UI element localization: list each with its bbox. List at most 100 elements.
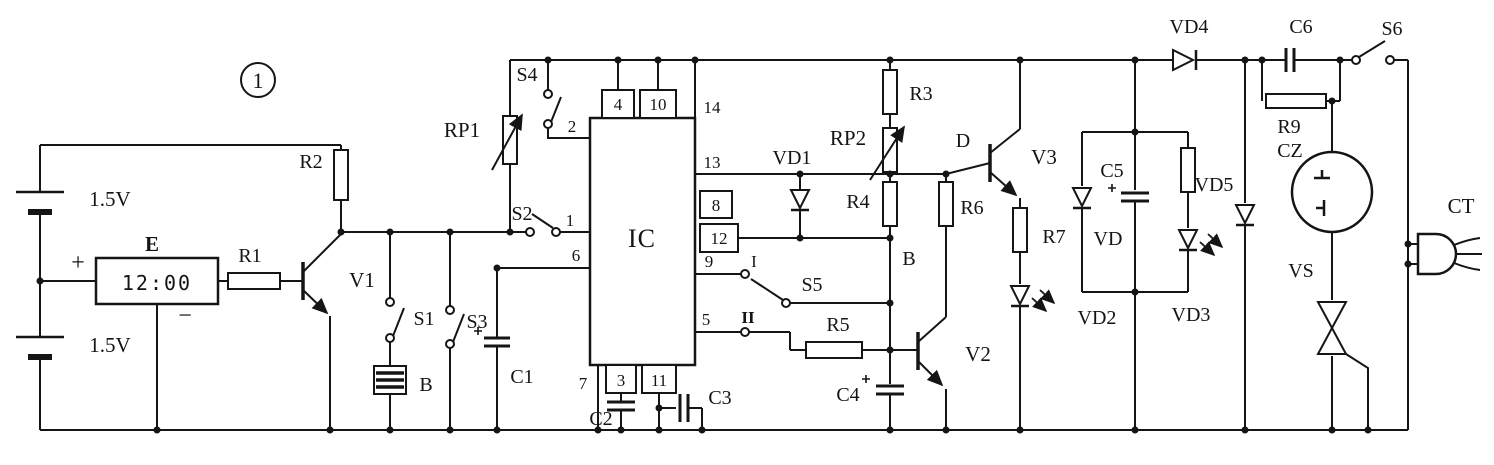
s5-position-1-label: I — [751, 252, 757, 271]
resistor-r1: R1 — [227, 245, 281, 290]
transistor-v3: V3 — [988, 128, 1057, 197]
potentiometer-rp2: RP2 — [830, 125, 905, 181]
v2-label: V2 — [965, 342, 991, 366]
resistor-r4: R4 — [846, 181, 898, 227]
potentiometer-rp1: RP1 — [444, 113, 523, 171]
resistor-r3: R3 — [882, 69, 933, 115]
rp1-label: RP1 — [444, 118, 480, 142]
plus-sign: + — [71, 250, 85, 276]
ic-pin-7: 7 — [579, 374, 588, 393]
ic-pin-13: 13 — [704, 153, 721, 172]
s5-position-2-label: II — [741, 308, 755, 327]
r5-label: R5 — [826, 314, 849, 336]
s3-label: S3 — [466, 311, 487, 333]
vd-label: VD — [1094, 228, 1123, 250]
plug-ct: CT — [1416, 194, 1482, 276]
diode-vd: VD — [1071, 187, 1123, 250]
c3-label: C3 — [708, 387, 731, 409]
resistor-r9: R9 — [1265, 93, 1327, 138]
wiring-rails — [39, 59, 1418, 431]
r9-label: R9 — [1277, 116, 1300, 138]
v3-label: V3 — [1031, 145, 1057, 169]
ic-pin-2: 2 — [568, 117, 577, 136]
r2-label: R2 — [299, 151, 322, 173]
ic-pin-5: 5 — [702, 310, 711, 329]
ct-label: CT — [1448, 194, 1475, 218]
capacitor-c6: C6 — [1284, 16, 1313, 72]
ic-pin-1: 1 — [566, 211, 575, 230]
junction-dots — [36, 56, 1412, 434]
ic-pin-10: 10 — [650, 95, 667, 114]
vd2-label: VD2 — [1078, 307, 1117, 329]
rp2-label: RP2 — [830, 126, 866, 150]
ic-pin-9: 9 — [705, 252, 714, 271]
clock-display: E 12:00 + − — [71, 232, 220, 329]
r3-label: R3 — [909, 83, 932, 105]
cz-label: CZ — [1277, 140, 1303, 162]
triac-vs: VS — [1288, 260, 1348, 355]
battery-cells: 1.5V 1.5V — [16, 187, 131, 360]
figure-number-label: 1 — [253, 68, 264, 93]
r6-label: R6 — [960, 197, 983, 219]
diode-vd4: VD4 — [1170, 16, 1209, 72]
ic-pin-3: 3 — [617, 371, 626, 390]
battery-top-label: 1.5V — [89, 187, 130, 211]
capacitor-c5: C5 — [1100, 160, 1149, 203]
ic-pin-14: 14 — [704, 98, 722, 117]
switch-s2: S2 — [511, 203, 561, 237]
ic-pin-4: 4 — [614, 95, 623, 114]
switch-s1: S1 — [385, 297, 435, 343]
minus-sign: − — [178, 303, 192, 329]
led-vd2: VD2 — [1009, 285, 1117, 329]
resistor-r7: R7 — [1012, 207, 1066, 253]
ic-pin-6: 6 — [572, 246, 581, 265]
ic-pin-11: 11 — [651, 371, 667, 390]
socket-cz: CZ — [1277, 140, 1374, 234]
vd4-label: VD4 — [1170, 16, 1209, 38]
ic-block: IC 4 10 14 2 1 6 7 3 11 13 8 12 9 5 — [566, 89, 739, 394]
switch-s4: S4 — [516, 64, 562, 129]
switch-s5-selector: S5 I II — [740, 252, 823, 337]
ic-name-label: IC — [628, 224, 656, 253]
s6-label: S6 — [1381, 18, 1402, 40]
node-d-label: D — [956, 130, 970, 152]
vd1-label: VD1 — [773, 147, 812, 169]
s5-label: S5 — [801, 274, 822, 296]
s2-label: S2 — [511, 203, 532, 225]
vd3-label: VD3 — [1172, 304, 1211, 326]
vs-label: VS — [1288, 260, 1314, 282]
diode-vd1: VD1 — [773, 147, 812, 212]
node-b-label: B — [902, 248, 915, 270]
vd5-label: VD5 — [1195, 174, 1234, 196]
c4-label: C4 — [836, 384, 859, 406]
ic-pin-12: 12 — [711, 229, 728, 248]
r4-label: R4 — [846, 191, 869, 213]
resistor-r6: R6 — [938, 181, 984, 227]
buzzer: B — [373, 365, 433, 396]
s1-label: S1 — [413, 308, 434, 330]
capacitor-c4: C4 — [836, 375, 904, 406]
battery-bottom-label: 1.5V — [89, 333, 130, 357]
resistor-unlabeled-vd3-series — [1180, 147, 1196, 193]
c1-label: C1 — [510, 366, 533, 388]
capacitor-c2: C2 — [589, 400, 635, 430]
transistor-v1: V1 — [301, 233, 375, 430]
resistor-r5: R5 — [805, 314, 863, 359]
r7-label: R7 — [1042, 226, 1065, 248]
s4-label: S4 — [516, 64, 537, 86]
resistor-r2: R2 — [299, 149, 349, 201]
ic-pin-8: 8 — [712, 196, 721, 215]
c2-label: C2 — [589, 408, 612, 430]
capacitor-c1: C1 — [474, 327, 534, 388]
figure-number: 1 — [240, 62, 276, 98]
r1-label: R1 — [238, 245, 261, 267]
capacitor-c3: C3 — [678, 387, 732, 422]
transistor-v2: V2 — [916, 316, 991, 387]
buzzer-label: B — [419, 374, 432, 396]
c5-label: C5 — [1100, 160, 1123, 182]
c6-label: C6 — [1289, 16, 1312, 38]
led-vd3: VD3 — [1172, 229, 1224, 326]
switch-s3: S3 — [445, 305, 488, 349]
v1-label: V1 — [349, 268, 375, 292]
